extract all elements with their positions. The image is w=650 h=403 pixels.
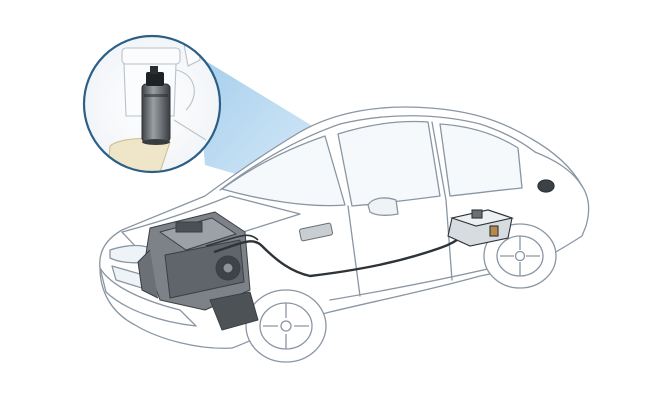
callout-ring [82,34,222,174]
fuel-line-icon [213,230,471,278]
fuel-pump-icon [141,66,171,145]
fuel-filter [298,222,334,242]
fuel-tank-icon [447,209,515,247]
magnifier-callout-icon [82,34,222,174]
fuel-line-return [205,234,259,247]
rear-wheel [483,223,557,289]
engine-icon [137,211,259,331]
front-wheel [245,289,327,363]
